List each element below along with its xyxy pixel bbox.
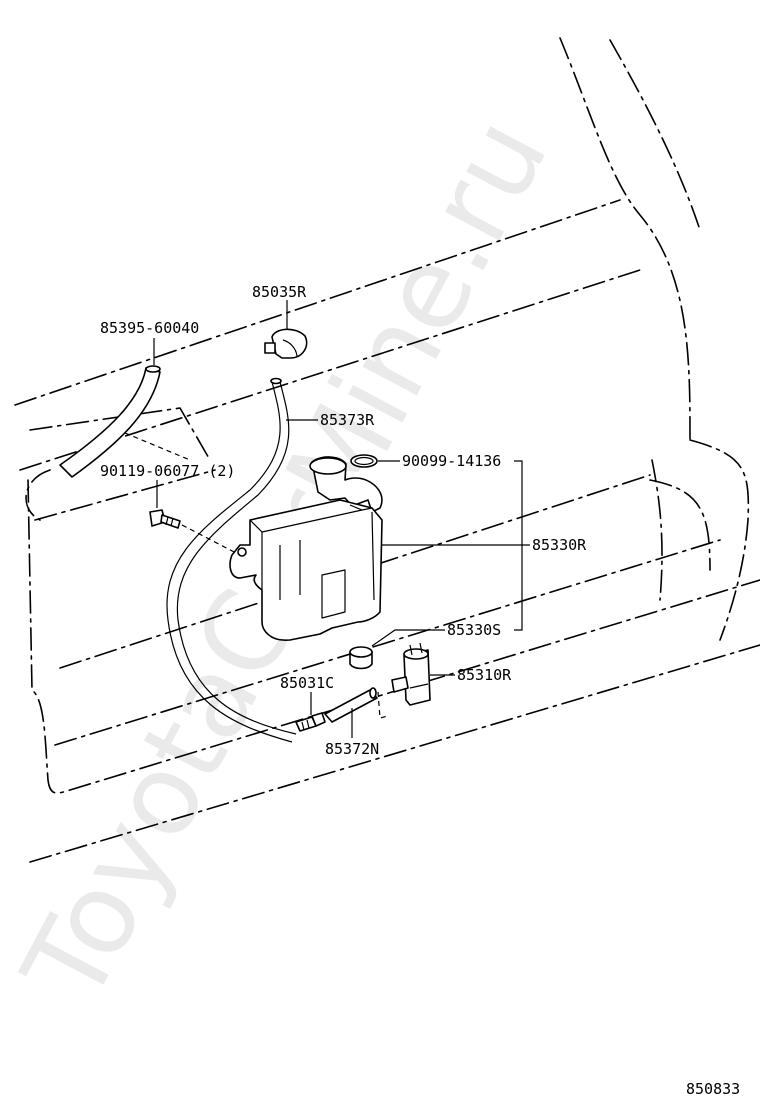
label-85031C: 85031C: [280, 674, 334, 692]
label-90119-06077: 90119-06077 (2): [100, 462, 235, 480]
label-90099-14136: 90099-14136: [402, 452, 501, 470]
label-85330S: 85330S: [447, 621, 501, 639]
label-85035R: 85035R: [252, 283, 307, 301]
figure-number: 850833: [686, 1080, 740, 1098]
bolt-90119-06077: [149, 509, 181, 529]
bracket-leader: [514, 460, 523, 631]
gasket-90099-14136: [350, 454, 378, 468]
label-85372N: 85372N: [325, 740, 379, 758]
vehicle-body-outline: [14, 37, 760, 863]
label-85330R: 85330R: [532, 536, 587, 554]
hose-85395-60040: [59, 365, 161, 478]
label-85310R: 85310R: [457, 666, 512, 684]
washer-tank-85330R: [229, 456, 383, 641]
grommet-85031C: [295, 712, 326, 732]
pump-85310R: [391, 642, 431, 706]
label-85373R: 85373R: [320, 411, 375, 429]
hose-85373R: [166, 377, 297, 743]
label-85395-60040: 85395-60040: [100, 319, 199, 337]
nozzle-85035R: [264, 328, 308, 359]
hose-85372N: [324, 687, 378, 723]
grommet-85330S: [349, 646, 373, 670]
